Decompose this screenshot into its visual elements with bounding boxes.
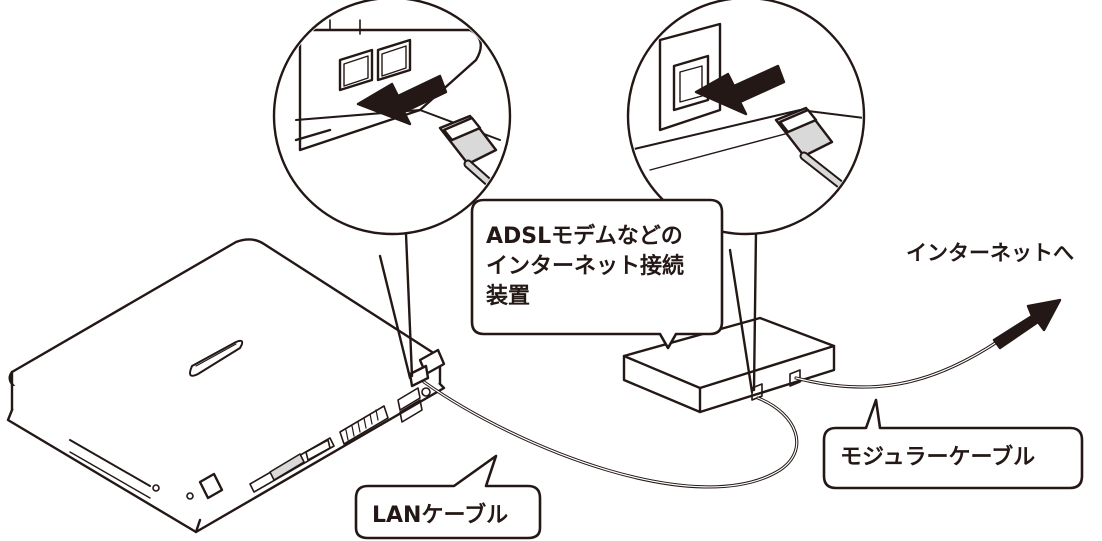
internet-arrow: [992, 298, 1062, 350]
modem-illustration: [622, 316, 836, 414]
modem-callout-line-1: ADSLモデムなどの: [486, 224, 683, 249]
modular-callout-bubble: [822, 398, 1084, 490]
modular-cable-label: モジュラーケーブル: [840, 445, 1036, 470]
laptop-illustration: [6, 238, 446, 534]
modem-callout-text: ADSLモデムなどの インターネット接続 装置: [486, 222, 684, 312]
magnifier-laptop-port: [272, 0, 512, 380]
lan-cable-label: LANケーブル: [372, 503, 509, 528]
modem-callout-bubble: [470, 198, 724, 350]
modem-callout-line-2: インターネット接続: [486, 254, 685, 279]
magnifier-modem-port: [626, 0, 866, 394]
cables: [422, 338, 1002, 489]
modem-callout-line-3: 装置: [486, 284, 531, 309]
internet-label: インターネットへ: [906, 241, 1074, 265]
lan-callout-bubble: [354, 454, 542, 540]
